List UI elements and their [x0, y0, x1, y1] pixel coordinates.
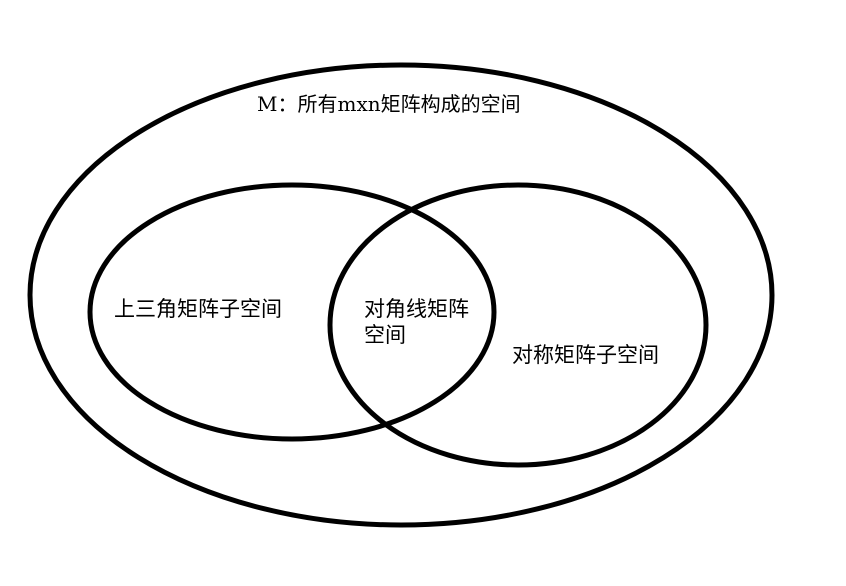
outer-set-M-ellipse [27, 62, 775, 528]
symmetric-subspace-ellipse [327, 182, 709, 468]
diagonal-label-line1: 对角线矩阵 [364, 297, 469, 321]
diagonal-label-line2: 空间 [364, 323, 406, 348]
upper-triangular-subspace-ellipse [87, 182, 497, 442]
diagonal-matrix-label: 对角线矩阵 空间 [364, 296, 469, 349]
outer-set-label: M：所有mxn矩阵构成的空间 [257, 92, 521, 116]
symmetric-label: 对称矩阵子空间 [512, 343, 659, 367]
upper-triangular-label: 上三角矩阵子空间 [114, 297, 282, 321]
